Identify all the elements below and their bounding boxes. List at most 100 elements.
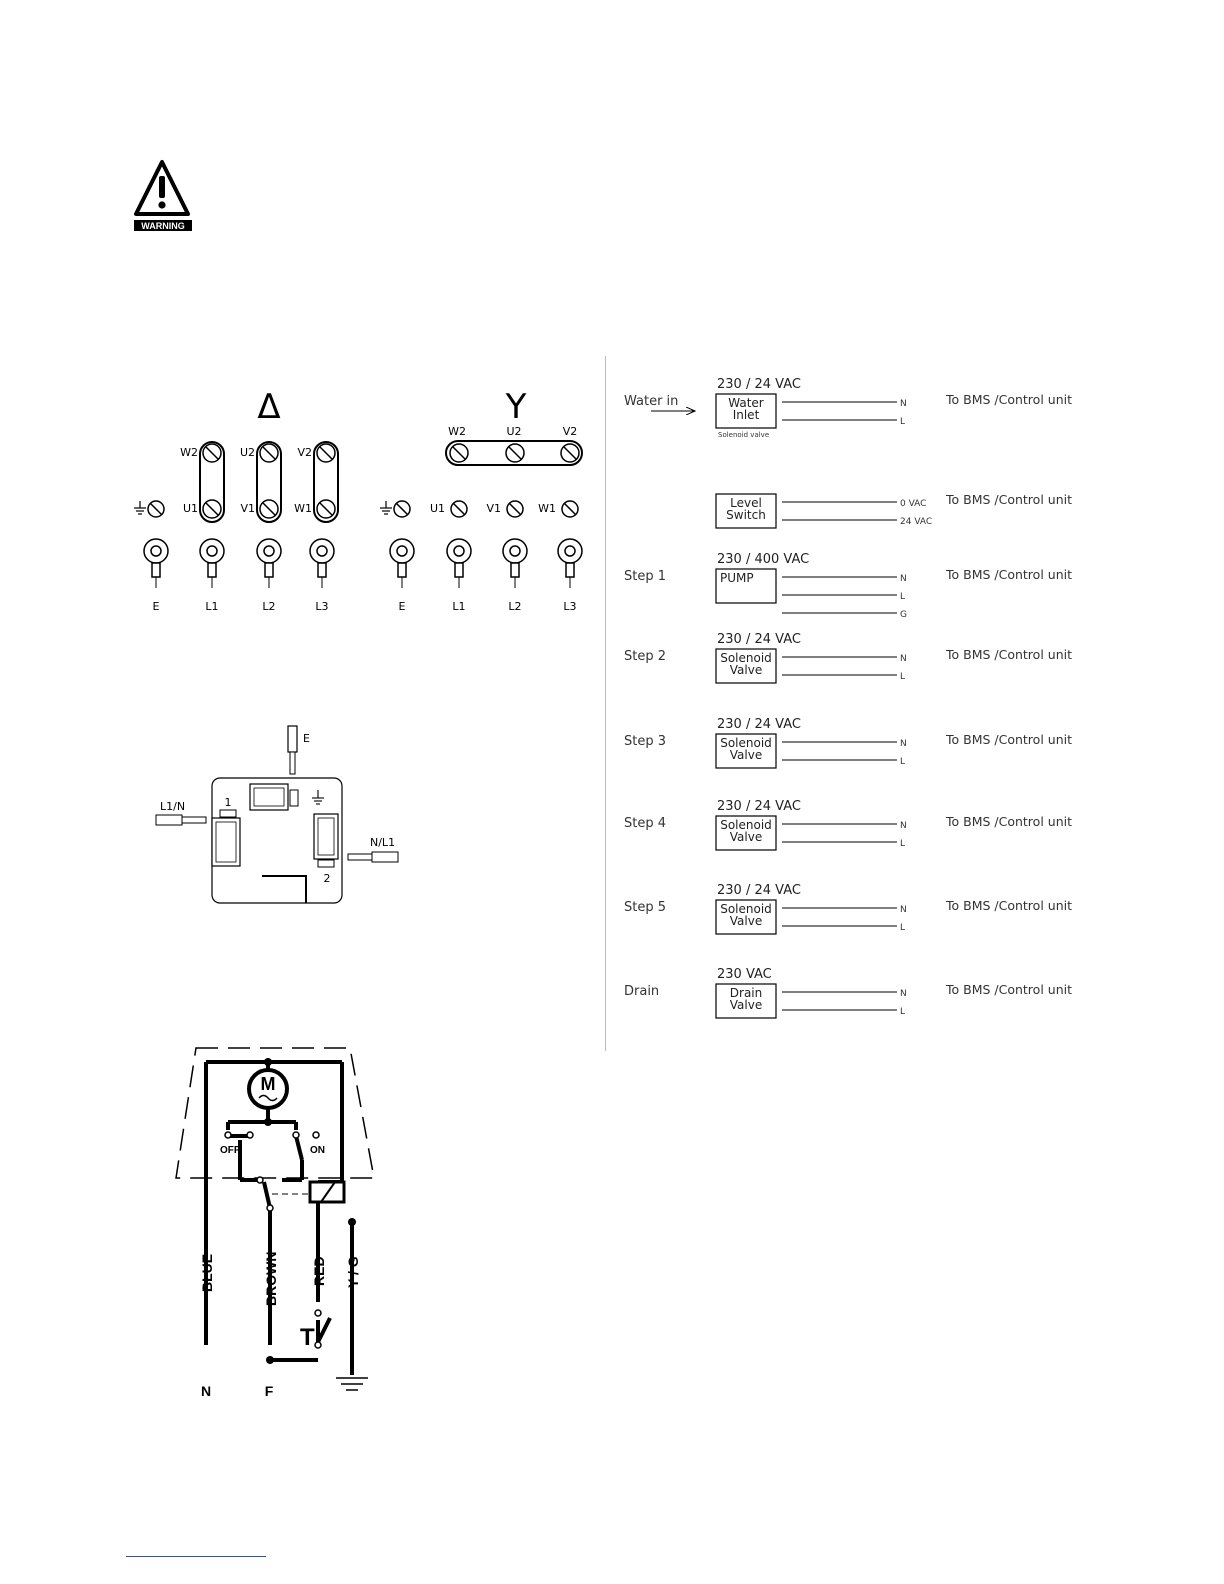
- float-switch-diagram: M OFF ON BLUE BROWN RED Y / G T N F: [175, 1047, 375, 1399]
- delta-symbol: Δ: [257, 387, 280, 427]
- star-terminal-v1: V1: [486, 502, 501, 515]
- schedule-device-label: PUMP: [720, 571, 754, 585]
- schedule-step-label: Step 4: [624, 816, 666, 831]
- left-lead-label: L1/N: [160, 800, 185, 813]
- wire-blue-label: BLUE: [199, 1254, 215, 1292]
- schedule-wire-label: N: [900, 989, 907, 999]
- schedule-device-box: [715, 983, 777, 1019]
- schedule-destination-label: To BMS /Control unit: [945, 647, 1072, 662]
- schedule-wire-label: L: [900, 417, 905, 427]
- schedule-step-label: Step 2: [624, 649, 666, 664]
- schedule-wire-label: L: [900, 839, 905, 849]
- schedule-device-box: [715, 899, 777, 935]
- on-label: ON: [310, 1145, 325, 1156]
- schedule-device-box: [715, 568, 777, 604]
- schedule-wire-label: G: [900, 610, 907, 620]
- single-phase-terminal-box: E 1 L1/N 2 N/L1: [155, 725, 399, 904]
- star-earth-icon: [380, 501, 392, 515]
- terminal-w1: W1: [294, 502, 312, 515]
- schedule-voltage-label: 230 / 400 VAC: [717, 552, 809, 567]
- schedule-device-box: [715, 648, 777, 684]
- star-terminal-w2: W2: [448, 425, 466, 438]
- wire-brown-label: BROWN: [263, 1252, 279, 1306]
- exclamation-icon: [159, 176, 165, 198]
- schedule-step-label: Step 5: [624, 900, 666, 915]
- earth-lead-label: E: [303, 732, 310, 745]
- schedule-voltage-label: 230 VAC: [717, 967, 772, 982]
- schedule-sublabel: Solenoid valve: [718, 431, 769, 439]
- terminal-1-label: 1: [225, 796, 232, 809]
- schedule-wire-label: 0 VAC: [900, 499, 926, 509]
- schedule-device-label: Water: [728, 396, 764, 410]
- star-connection: Y W2 U2 V2 U1 V1 W1 E L1 L2 L: [380, 387, 583, 613]
- schedule-voltage-label: 230 / 24 VAC: [717, 717, 801, 732]
- lead-e: E: [153, 600, 160, 613]
- terminal-u1: U1: [183, 502, 198, 515]
- schedule-wire-label: L: [900, 592, 905, 602]
- star-terminal-u2: U2: [506, 425, 521, 438]
- schedule-device-label: Valve: [730, 663, 762, 677]
- terminal-2-label: 2: [324, 872, 331, 885]
- column-divider: [605, 356, 606, 1051]
- schedule-wire-label: L: [900, 672, 905, 682]
- lead-l1: L1: [205, 600, 218, 613]
- schedule-device-box: [715, 393, 777, 429]
- schedule-device-box: [715, 733, 777, 769]
- terminal-v2: V2: [297, 446, 312, 459]
- footer-rule: [126, 1556, 266, 1557]
- schedule-voltage-label: 230 / 24 VAC: [717, 632, 801, 647]
- schedule-destination-label: To BMS /Control unit: [945, 898, 1072, 913]
- schedule-destination-label: To BMS /Control unit: [945, 982, 1072, 997]
- warning-label: WARNING: [141, 221, 185, 231]
- schedule-wire-label: L: [900, 923, 905, 933]
- schedule-wire-label: 24 VAC: [900, 517, 932, 527]
- schedule-wire-label: N: [900, 905, 907, 915]
- schedule-wire-label: L: [900, 1007, 905, 1017]
- schedule-destination-label: To BMS /Control unit: [945, 814, 1072, 829]
- schedule-destination-label: To BMS /Control unit: [945, 732, 1072, 747]
- thermal-label: T: [300, 1324, 315, 1351]
- motor-label: M: [261, 1074, 276, 1094]
- star-lead-l1: L1: [452, 600, 465, 613]
- schedule-wire-label: N: [900, 399, 907, 409]
- box-earth-icon: [312, 790, 324, 805]
- schedule-step-label: Step 3: [624, 734, 666, 749]
- schedule-destination-label: To BMS /Control unit: [945, 392, 1072, 407]
- schedule-device-label: Inlet: [733, 408, 760, 422]
- terminal-u2: U2: [240, 446, 255, 459]
- lead-l3: L3: [315, 600, 328, 613]
- star-terminal-v2: V2: [563, 425, 578, 438]
- warning-sign: WARNING: [134, 160, 192, 231]
- earth-icon: [134, 501, 146, 515]
- schedule-step-label: Drain: [624, 984, 659, 999]
- star-lead-l3: L3: [563, 600, 576, 613]
- schedule-device-label: Solenoid: [720, 651, 772, 665]
- star-terminal-u1: U1: [430, 502, 445, 515]
- schedule-device-box: [715, 815, 777, 851]
- schedule-device-label: Valve: [730, 748, 762, 762]
- schedule-device-label: Valve: [730, 914, 762, 928]
- star-symbol: Y: [505, 387, 527, 427]
- schedule-destination-label: To BMS /Control unit: [945, 567, 1072, 582]
- schedule-destination-label: To BMS /Control unit: [945, 492, 1072, 507]
- off-label: OFF: [220, 1145, 240, 1156]
- schedule-device-label: Drain: [730, 986, 762, 1000]
- wire-yg-label: Y / G: [345, 1256, 361, 1288]
- schedule-step-label: Water in: [624, 394, 678, 409]
- star-lead-e: E: [399, 600, 406, 613]
- wire-red-label: RED: [311, 1256, 327, 1286]
- schedule-device-label: Solenoid: [720, 902, 772, 916]
- schedule-wire-label: N: [900, 574, 907, 584]
- delta-connection: Δ W2 U2 V2 U1 V1 W1: [134, 387, 339, 613]
- terminal-w2: W2: [180, 446, 198, 459]
- right-lead-label: N/L1: [370, 836, 395, 849]
- terminal-v1: V1: [240, 502, 255, 515]
- schedule-voltage-label: 230 / 24 VAC: [717, 883, 801, 898]
- star-lead-l2: L2: [508, 600, 521, 613]
- schedule-step-label: Step 1: [624, 569, 666, 584]
- schedule-device-label: Level: [730, 496, 762, 510]
- lead-l2: L2: [262, 600, 275, 613]
- schedule-device-label: Valve: [730, 830, 762, 844]
- schedule-wire-label: N: [900, 739, 907, 749]
- schedule-voltage-label: 230 / 24 VAC: [717, 377, 801, 392]
